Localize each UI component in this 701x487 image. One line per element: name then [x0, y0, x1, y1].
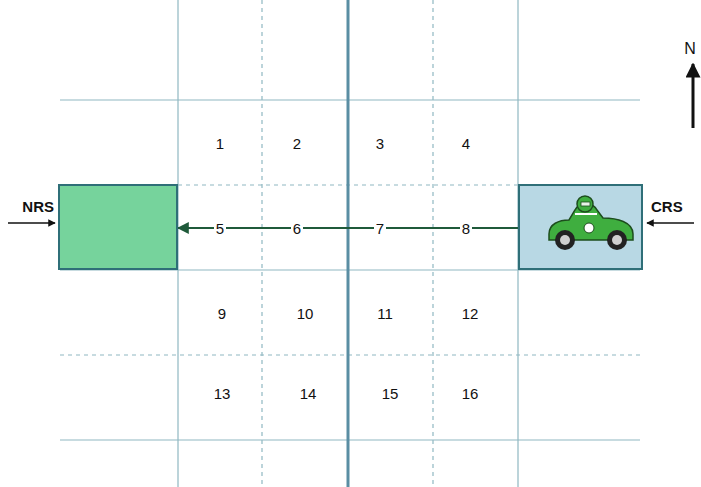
car-wheel [555, 230, 575, 250]
driver-helmet [577, 196, 593, 212]
cell-number: 16 [460, 385, 481, 402]
grid-line [60, 99, 640, 100]
grid-line [261, 0, 262, 487]
green-fill [58, 184, 178, 270]
grid-line [60, 354, 640, 355]
region-label: CRS [651, 198, 683, 216]
number-badge [584, 223, 594, 233]
pointer-arrow [8, 222, 55, 224]
cell-number: 3 [374, 135, 386, 152]
current-region-box: CRS [518, 184, 643, 270]
grid-line [432, 0, 433, 487]
cell-number: 11 [375, 305, 395, 322]
region-label: NRS [22, 198, 54, 216]
blue-fill [518, 184, 643, 270]
next-region-box: NRS [58, 184, 178, 270]
cell-number: 12 [460, 305, 481, 322]
cell-number: 2 [291, 135, 303, 152]
north-arrow [692, 64, 695, 128]
pointer-arrow [647, 222, 694, 224]
cell-number: 15 [380, 385, 401, 402]
cell-number: 6 [291, 220, 303, 237]
cell-number: 9 [216, 305, 228, 322]
cell-number: 1 [214, 135, 226, 152]
cell-number: 14 [298, 385, 319, 402]
cell-number: 10 [295, 305, 316, 322]
grid-line [60, 439, 640, 440]
cell-number: 8 [460, 220, 472, 237]
helmet-visor [581, 202, 590, 206]
race-car [549, 196, 633, 250]
north-label: N [682, 40, 698, 57]
cell-number: 4 [460, 135, 472, 152]
cell-number: 7 [374, 220, 386, 237]
car-wheel [607, 230, 627, 250]
grid-lines [60, 0, 640, 487]
center-line [347, 0, 350, 487]
driver-collar [575, 213, 597, 215]
cell-number: 13 [212, 385, 233, 402]
cell-number: 5 [214, 220, 226, 237]
